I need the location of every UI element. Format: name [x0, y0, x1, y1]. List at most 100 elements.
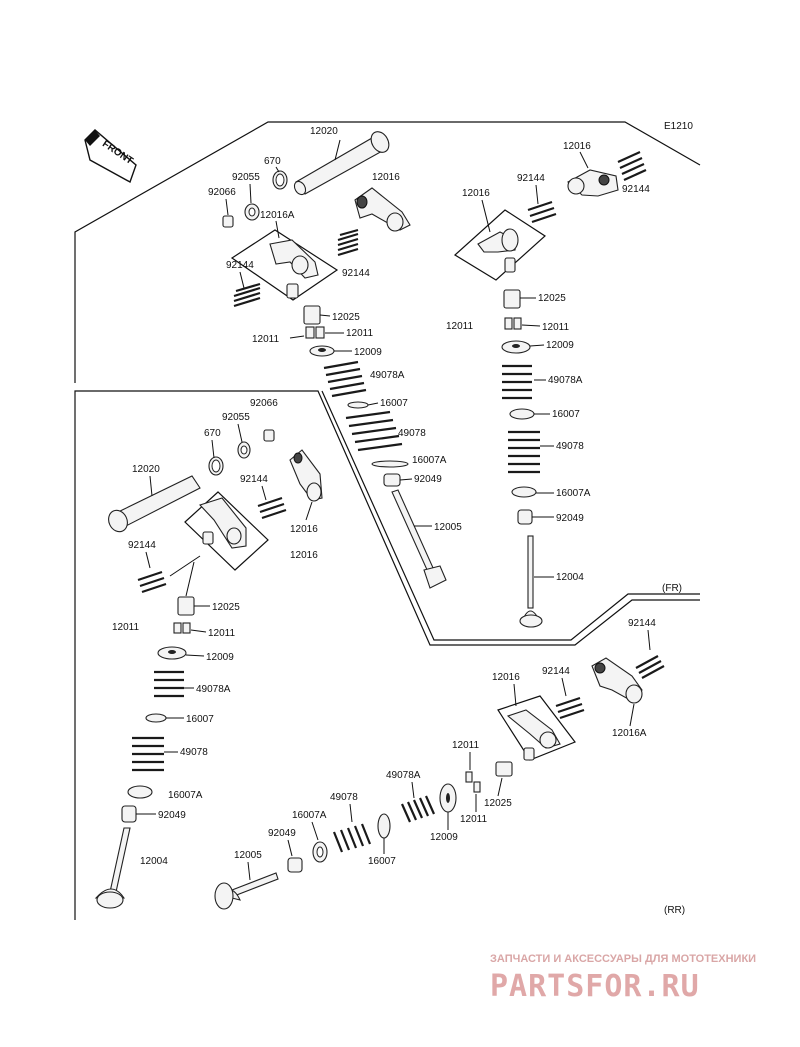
part-label: 92055	[222, 412, 250, 423]
part-label: 16007A	[556, 488, 591, 499]
spring	[137, 570, 167, 594]
watermark: ЗАПЧАСТИ И АКСЕССУАРЫ ДЛЯ МОТОТЕХНИКИ PA…	[490, 953, 756, 1004]
part-label: 12016	[462, 188, 490, 199]
lower-left-group: 92066 92055 670 12020 92144 12016	[94, 398, 323, 909]
part-label: 49078	[398, 428, 426, 439]
rocker-arm	[289, 449, 323, 502]
valve	[391, 489, 447, 589]
part-label: 92066	[250, 398, 278, 409]
part-label: 49078	[330, 792, 358, 803]
spring	[337, 228, 359, 257]
spring-seat	[145, 713, 167, 723]
part-label: 16007	[552, 409, 580, 420]
retainer	[309, 345, 335, 357]
part-label: 12025	[332, 312, 360, 323]
rocker-arm-box	[453, 209, 546, 281]
part-label: 49078A	[370, 370, 405, 381]
inner-spring	[332, 823, 372, 853]
tappet	[303, 305, 321, 325]
part-label: 12016	[372, 172, 400, 183]
part-label: 92066	[208, 187, 236, 198]
part-label: 12016	[492, 672, 520, 683]
rocker-arm	[591, 657, 643, 704]
diagram-code: E1210	[664, 121, 693, 132]
part-label: 16007A	[292, 810, 327, 821]
part-label: 49078A	[386, 770, 421, 781]
spring	[555, 696, 585, 720]
tappet	[503, 289, 521, 309]
part-label: 92144	[622, 184, 650, 195]
spring	[527, 200, 557, 224]
spring-seat	[347, 401, 369, 409]
part-label: 92049	[268, 828, 296, 839]
cotter	[305, 326, 325, 339]
o-ring	[272, 170, 288, 190]
part-label: 92055	[232, 172, 260, 183]
part-label: 12016	[563, 141, 591, 152]
part-label: 12009	[354, 347, 382, 358]
part-label: 12011	[542, 322, 570, 333]
part-label: 12011	[452, 740, 480, 751]
part-label: 92144	[517, 173, 545, 184]
part-label: 12020	[310, 126, 338, 137]
outer-spring	[323, 360, 367, 398]
part-label: 12025	[484, 798, 512, 809]
part-label: 12020	[132, 464, 160, 475]
front-arrow-icon: FRONT	[84, 129, 137, 184]
part-label: 12016A	[260, 210, 295, 221]
part-label: 49078	[556, 441, 584, 452]
upper-right-group: 92144 12016 92144 12016 12025	[446, 141, 650, 628]
retainer	[439, 783, 457, 813]
part-label: 12025	[538, 293, 566, 304]
part-label: 12005	[234, 850, 262, 861]
part-label: 12016A	[612, 728, 647, 739]
outer-spring	[154, 670, 184, 698]
part-label: 12011	[460, 814, 488, 825]
part-label: 12011	[252, 334, 280, 345]
part-label: 92144	[628, 618, 656, 629]
part-label: 12009	[546, 340, 574, 351]
plug	[222, 215, 234, 228]
valve	[214, 872, 279, 910]
part-label: 92144	[240, 474, 268, 485]
outer-spring	[502, 364, 532, 400]
upper-left-group: 12020 670 92055 92066 12016	[208, 126, 462, 589]
spring-seat	[511, 486, 537, 498]
retainer	[501, 340, 531, 354]
watermark-line: ЗАПЧАСТИ И АКСЕССУАРЫ ДЛЯ МОТОТЕХНИКИ	[490, 953, 756, 965]
cotter	[504, 317, 522, 330]
part-label: 12011	[112, 622, 140, 633]
lower-right-group: 92144 12016A 92144 12016 12025	[214, 618, 665, 910]
o-ring	[208, 456, 224, 476]
inner-spring	[508, 430, 540, 474]
part-label: 49078A	[196, 684, 231, 695]
rocker-arm	[354, 187, 411, 232]
part-label: 16007	[380, 398, 408, 409]
inner-spring	[132, 736, 164, 772]
part-label: 49078A	[548, 375, 583, 386]
retainer	[157, 646, 187, 660]
part-label: 12011	[208, 628, 236, 639]
part-label: 16007A	[168, 790, 203, 801]
valve-seal	[517, 509, 533, 525]
part-label: 12004	[556, 572, 584, 583]
rocker-arm	[567, 169, 619, 197]
part-label: 92049	[414, 474, 442, 485]
spring	[257, 496, 287, 520]
tappet	[177, 596, 195, 616]
part-label: 92144	[342, 268, 370, 279]
valve-seal	[383, 473, 401, 487]
part-label: 12004	[140, 856, 168, 867]
rr-label: (RR)	[664, 905, 685, 916]
spring-seat	[509, 408, 535, 420]
cotter	[173, 622, 191, 634]
part-label: 92144	[128, 540, 156, 551]
part-label: 12011	[346, 328, 374, 339]
part-label: 16007	[368, 856, 396, 867]
plug	[263, 429, 275, 442]
valve	[519, 535, 543, 628]
washer	[237, 441, 251, 459]
cotter	[465, 771, 481, 793]
spring-seat	[127, 785, 153, 799]
